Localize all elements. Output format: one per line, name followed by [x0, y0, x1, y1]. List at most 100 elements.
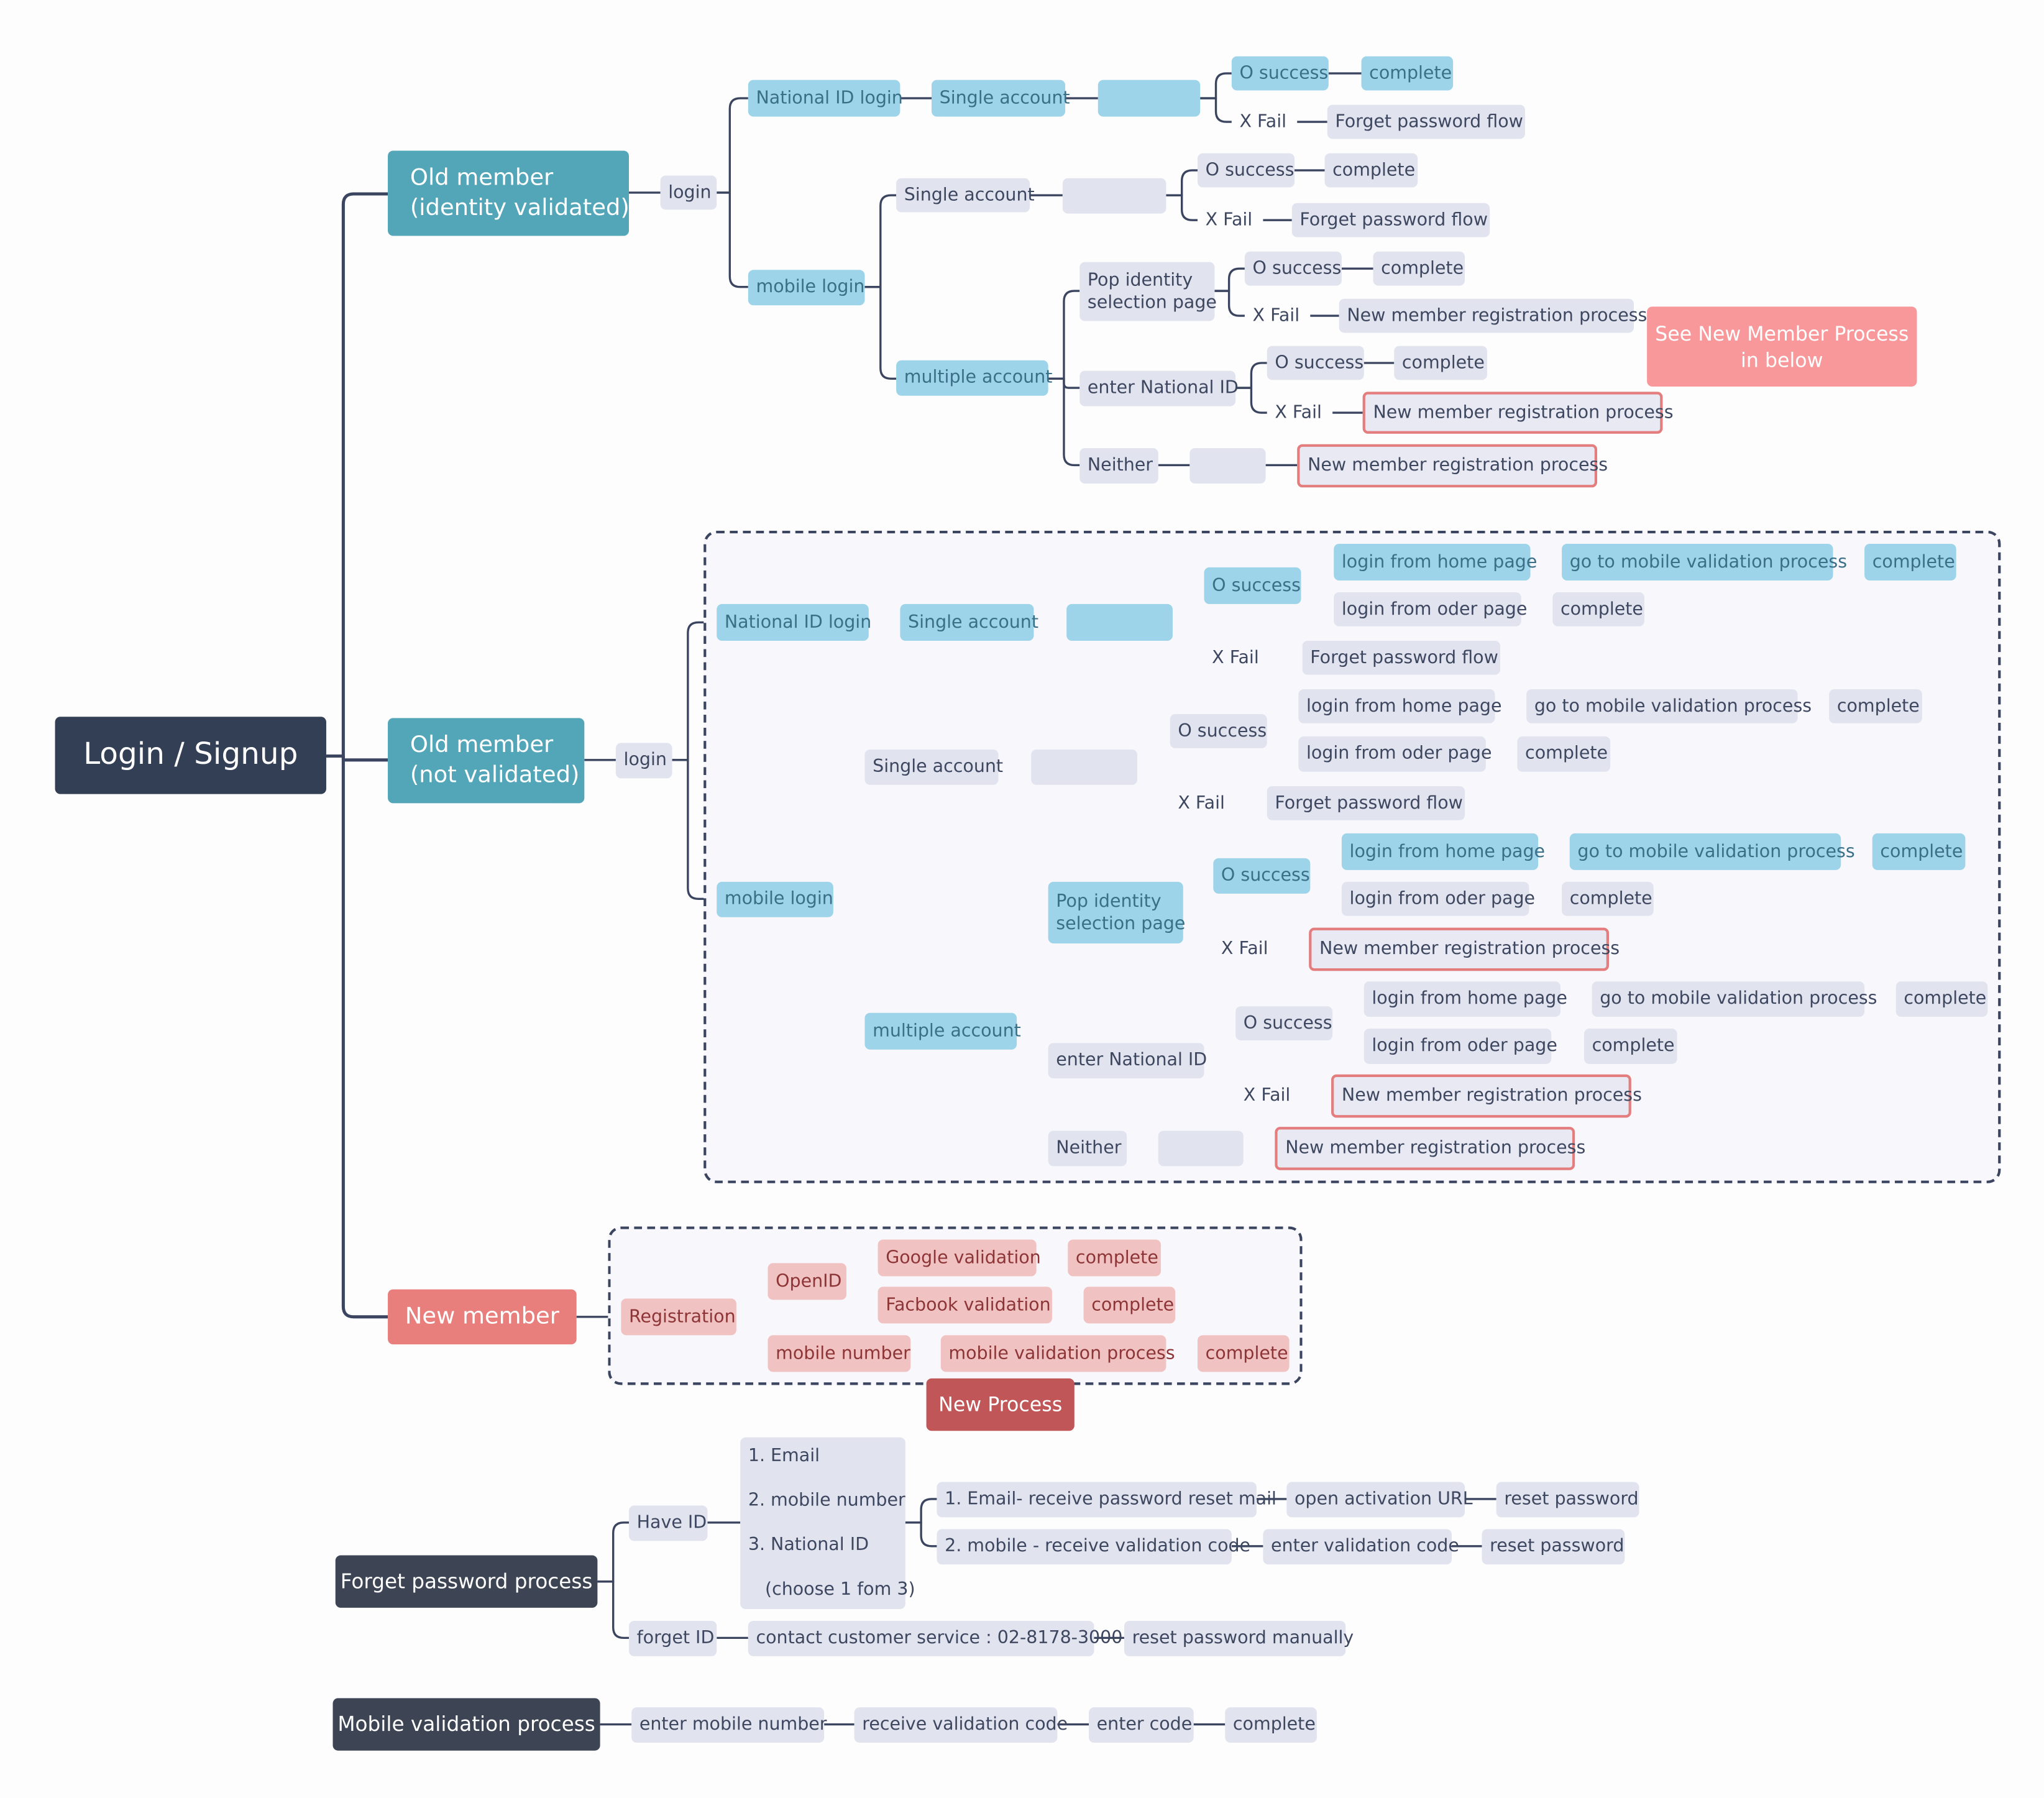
complete-node[interactable]: complete — [1864, 543, 1956, 580]
login-from-oder-node[interactable]: login from oder page — [1298, 736, 1492, 772]
reset-password-node[interactable]: reset password — [1482, 1529, 1625, 1565]
forget-id-node[interactable]: forget ID — [628, 1620, 717, 1656]
complete-node[interactable]: complete — [1225, 1707, 1317, 1743]
blank-node[interactable] — [1066, 603, 1173, 641]
fail-node[interactable]: X Fail — [1221, 937, 1268, 959]
forget-password-flow-node[interactable]: Forget password flow — [1267, 786, 1465, 820]
new-member-registration-node[interactable]: New member registration process — [1331, 1074, 1642, 1118]
complete-node[interactable]: complete — [1197, 1335, 1290, 1372]
pop-identity-selection-node[interactable]: Pop identity selection page — [1048, 881, 1185, 943]
single-account-node[interactable]: Single account — [900, 603, 1038, 641]
complete-node[interactable]: complete — [1829, 689, 1922, 723]
fail-node[interactable]: X Fail — [1178, 792, 1225, 814]
success-node[interactable]: O success — [1231, 56, 1329, 91]
new-member-registration-node[interactable]: New member registration process — [1309, 927, 1620, 971]
id-options-node[interactable]: 1. Email 2. mobile number 3. National ID… — [740, 1437, 915, 1609]
success-node[interactable]: O success — [1267, 346, 1364, 380]
pop-identity-selection-node[interactable]: Pop identity selection page — [1079, 262, 1217, 321]
login-from-oder-node[interactable]: login from oder page — [1334, 592, 1527, 626]
registration-node[interactable]: Registration — [621, 1298, 736, 1336]
mobile-validation-code-node[interactable]: 2. mobile - receive validation code — [937, 1529, 1250, 1565]
go-to-mobile-validation-node[interactable]: go to mobile validation process — [1562, 543, 1847, 580]
reset-password-node[interactable]: reset password — [1496, 1482, 1639, 1518]
national-id-login-node[interactable]: National ID login — [748, 80, 903, 117]
complete-node[interactable]: complete — [1517, 736, 1611, 772]
mobile-number-node[interactable]: mobile number — [768, 1335, 911, 1372]
reset-password-manually-node[interactable]: reset password manually — [1124, 1620, 1354, 1656]
fail-node[interactable]: X Fail — [1243, 1085, 1291, 1106]
openid-node[interactable]: OpenID — [768, 1263, 846, 1300]
login-from-home-node[interactable]: login from home page — [1298, 689, 1501, 723]
fail-node[interactable]: X Fail — [1205, 209, 1253, 231]
email-reset-mail-node[interactable]: 1. Email- receive password reset mail — [937, 1482, 1276, 1518]
blank-node[interactable] — [1031, 749, 1138, 785]
google-validation-node[interactable]: Google validation — [878, 1239, 1041, 1277]
mobile-login-node[interactable]: mobile login — [717, 881, 833, 917]
success-node[interactable]: O success — [1244, 251, 1342, 286]
fail-node[interactable]: X Fail — [1275, 401, 1322, 423]
single-account-node[interactable]: Single account — [932, 80, 1070, 117]
mobile-validation-process-node[interactable]: mobile validation process — [940, 1335, 1175, 1372]
complete-node[interactable]: complete — [1583, 1029, 1677, 1064]
complete-node[interactable]: complete — [1394, 346, 1487, 380]
old-member-not-validated-node[interactable]: Old member (not validated) — [388, 718, 585, 804]
complete-node[interactable]: complete — [1552, 592, 1644, 626]
new-member-registration-node[interactable]: New member registration process — [1362, 392, 1674, 434]
complete-node[interactable]: complete — [1361, 56, 1454, 91]
forget-password-flow-node[interactable]: Forget password flow — [1327, 104, 1526, 139]
complete-node[interactable]: complete — [1895, 981, 1988, 1017]
go-to-mobile-validation-node[interactable]: go to mobile validation process — [1526, 689, 1812, 723]
new-member-registration-node[interactable]: New member registration process — [1297, 444, 1608, 488]
have-id-node[interactable]: Have ID — [628, 1505, 708, 1541]
enter-national-id-node[interactable]: enter National ID — [1048, 1043, 1207, 1079]
contact-customer-service-node[interactable]: contact customer service : 02-8178-3000 — [748, 1620, 1122, 1656]
go-to-mobile-validation-node[interactable]: go to mobile validation process — [1592, 981, 1877, 1017]
blank-node[interactable] — [1098, 80, 1201, 117]
mobile-validation-process-node[interactable]: Mobile validation process — [332, 1698, 600, 1751]
complete-node[interactable]: complete — [1872, 833, 1966, 870]
multiple-account-node[interactable]: multiple account — [864, 1012, 1021, 1050]
fail-node[interactable]: X Fail — [1212, 646, 1259, 668]
forget-password-flow-node[interactable]: Forget password flow — [1302, 640, 1501, 675]
login-from-home-node[interactable]: login from home page — [1363, 981, 1567, 1017]
receive-validation-code-node[interactable]: receive validation code — [854, 1707, 1068, 1743]
open-activation-url-node[interactable]: open activation URL — [1286, 1482, 1473, 1518]
national-id-login-node[interactable]: National ID login — [717, 603, 871, 641]
fail-node[interactable]: X Fail — [1252, 305, 1300, 326]
complete-node[interactable]: complete — [1562, 881, 1654, 916]
facebook-validation-node[interactable]: Facbook validation — [878, 1287, 1052, 1324]
complete-node[interactable]: complete — [1083, 1287, 1176, 1324]
go-to-mobile-validation-node[interactable]: go to mobile validation process — [1569, 833, 1855, 870]
login-from-oder-node[interactable]: login from oder page — [1341, 881, 1535, 916]
enter-mobile-number-node[interactable]: enter mobile number — [631, 1707, 827, 1743]
neither-node[interactable]: Neither — [1048, 1131, 1127, 1167]
login-from-home-node[interactable]: login from home page — [1341, 833, 1545, 870]
fail-node[interactable]: X Fail — [1239, 111, 1287, 132]
success-node[interactable]: O success — [1213, 858, 1311, 894]
success-node[interactable]: O success — [1197, 153, 1295, 188]
success-node[interactable]: O success — [1170, 714, 1267, 748]
single-account-node[interactable]: Single account — [896, 178, 1035, 213]
success-node[interactable]: O success — [1204, 567, 1301, 604]
forget-password-flow-node[interactable]: Forget password flow — [1291, 203, 1490, 237]
old-member-validated-node[interactable]: Old member (identity validated) — [388, 150, 630, 236]
enter-validation-code-node[interactable]: enter validation code — [1263, 1529, 1459, 1565]
login-node[interactable]: login — [615, 743, 672, 779]
new-member-registration-node[interactable]: New member registration process — [1339, 298, 1647, 333]
success-node[interactable]: O success — [1235, 1006, 1333, 1040]
new-member-node[interactable]: New member — [388, 1289, 577, 1345]
complete-node[interactable]: complete — [1324, 153, 1418, 188]
forget-password-process-node[interactable]: Forget password process — [335, 1555, 598, 1608]
login-from-oder-node[interactable]: login from oder page — [1363, 1029, 1557, 1064]
blank-node[interactable] — [1189, 448, 1266, 484]
mobile-login-node[interactable]: mobile login — [748, 270, 865, 306]
single-account-node[interactable]: Single account — [864, 749, 1003, 785]
root-node[interactable]: Login / Signup — [55, 717, 326, 794]
multiple-account-node[interactable]: multiple account — [896, 360, 1052, 396]
new-member-registration-node[interactable]: New member registration process — [1275, 1127, 1585, 1170]
complete-node[interactable]: complete — [1068, 1239, 1161, 1277]
login-from-home-node[interactable]: login from home page — [1334, 543, 1537, 580]
login-node[interactable]: login — [660, 175, 717, 210]
enter-national-id-node[interactable]: enter National ID — [1079, 370, 1239, 406]
complete-node[interactable]: complete — [1373, 251, 1465, 286]
